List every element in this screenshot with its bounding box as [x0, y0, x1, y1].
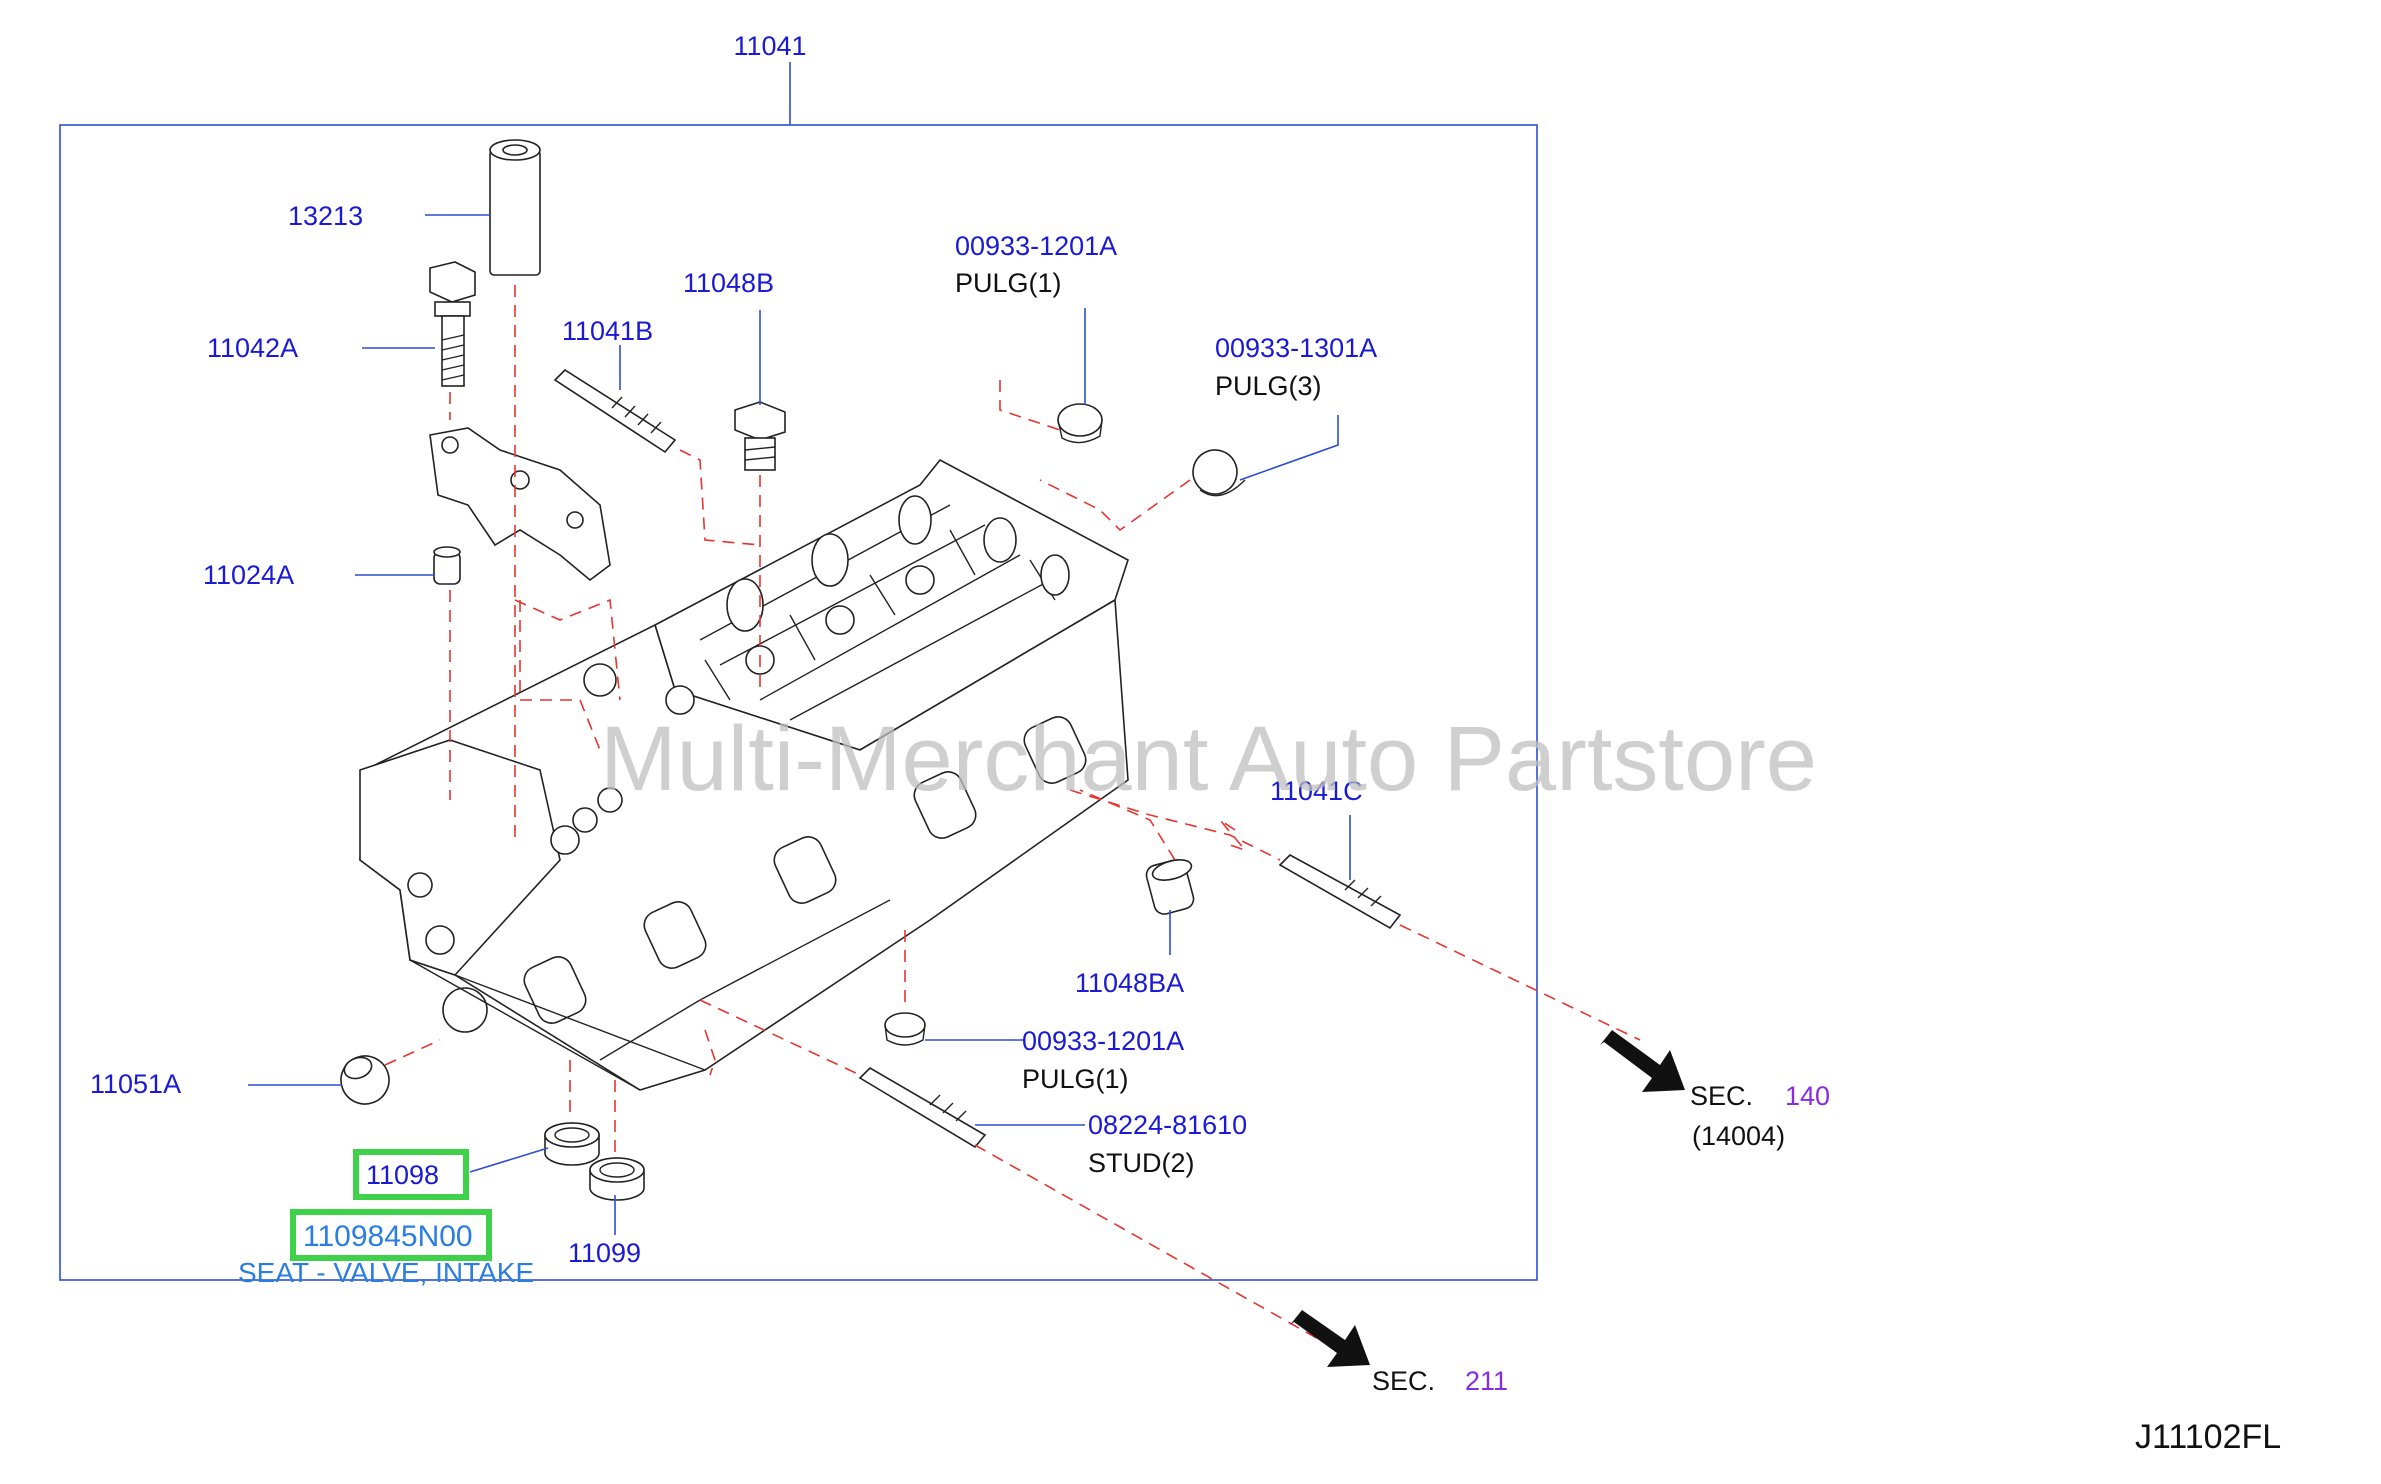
section-ref-140[interactable]: SEC. 140 (14004) — [1600, 1030, 1830, 1151]
plug-00933-1301A — [1192, 449, 1246, 497]
cylinder-head-illustration — [359, 458, 1129, 1091]
phantom-lines — [384, 285, 1641, 1341]
callout-11098[interactable]: 11098 — [366, 1160, 439, 1190]
callout-11051A[interactable]: 11051A — [90, 1069, 181, 1099]
watermark: Multi-Merchant Auto Partstore — [600, 708, 1817, 810]
arrow-right-icon — [1600, 1030, 1685, 1092]
section-label-140: SEC. — [1690, 1081, 1753, 1111]
stud-08224-81610 — [858, 1066, 987, 1149]
arrow-right-icon — [1290, 1310, 1370, 1367]
valve-seat-11099 — [589, 1157, 645, 1201]
callout-11041B[interactable]: 11041B — [562, 316, 653, 346]
assembly-frame — [59, 124, 1538, 1281]
seal-11051A — [340, 1055, 390, 1105]
leader-lines — [248, 214, 1351, 1235]
plug-11048B — [734, 401, 786, 471]
callout-00933-1201A-top[interactable]: 00933-1201A — [955, 231, 1117, 261]
diagram-id: J11102FL — [2135, 1418, 2281, 1456]
desc-pulg-3: PULG(3) — [1215, 371, 1322, 401]
highlighted-part-description: SEAT - VALVE, INTAKE — [238, 1257, 534, 1288]
tube-13213 — [489, 139, 541, 276]
section-label-211: SEC. — [1372, 1366, 1435, 1396]
valve-seat-11098 — [544, 1122, 600, 1166]
callout-11048BA[interactable]: 11048BA — [1075, 968, 1184, 998]
highlighted-part-number[interactable]: 1109845N00 — [303, 1220, 473, 1253]
desc-stud-2: STUD(2) — [1088, 1148, 1195, 1178]
callout-00933-1301A[interactable]: 00933-1301A — [1215, 333, 1377, 363]
stud-11041C — [1278, 854, 1402, 930]
section-sub-14004: (14004) — [1692, 1121, 1785, 1151]
dowel-11024A — [433, 546, 461, 585]
bolt-11042A — [429, 261, 476, 387]
section-number-211[interactable]: 211 — [1465, 1366, 1508, 1396]
stud-11041B — [553, 368, 677, 454]
callout-11041C[interactable]: 11041C — [1270, 776, 1363, 806]
plug-00933-1201A-lower — [884, 1012, 926, 1046]
desc-pulg-1-top: PULG(1) — [955, 268, 1062, 298]
callout-11024A[interactable]: 11024A — [203, 560, 294, 590]
plug-00933-1201A-top — [1057, 403, 1103, 444]
highlight-box-part-number — [290, 1209, 492, 1261]
highlight-box-11098 — [353, 1149, 469, 1200]
callout-08224-81610[interactable]: 08224-81610 — [1088, 1110, 1247, 1140]
main-part-callout[interactable]: 11041 — [733, 31, 806, 61]
section-ref-211[interactable]: SEC. 211 — [1290, 1310, 1508, 1396]
callout-00933-1201A-lower[interactable]: 00933-1201A — [1022, 1026, 1184, 1056]
callout-11048B[interactable]: 11048B — [683, 268, 774, 298]
callout-11042A[interactable]: 11042A — [207, 333, 298, 363]
callout-13213[interactable]: 13213 — [288, 201, 363, 231]
plug-11048BA — [1145, 859, 1195, 915]
callout-11099[interactable]: 11099 — [568, 1238, 641, 1268]
desc-pulg-1-lower: PULG(1) — [1022, 1064, 1129, 1094]
section-number-140[interactable]: 140 — [1785, 1081, 1830, 1111]
